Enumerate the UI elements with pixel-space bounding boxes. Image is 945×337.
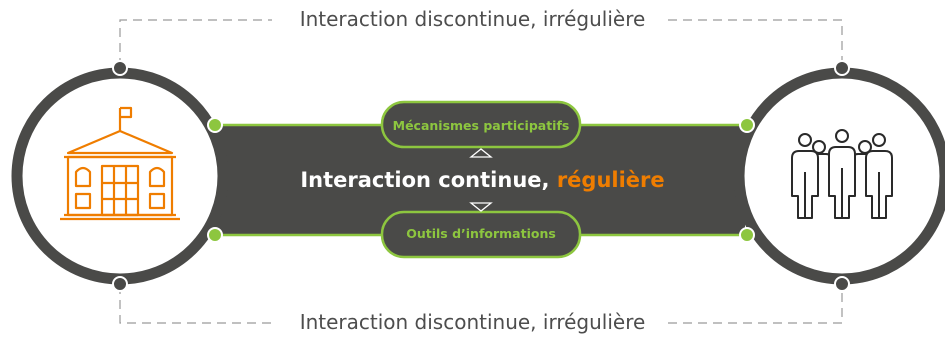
up-arrow-icon (469, 148, 493, 158)
top-interaction-label: Interaction discontinue, irrégulière (299, 7, 646, 31)
pill-bottom-shape (380, 210, 582, 259)
top-connector (119, 19, 843, 67)
pill-top-shape (380, 100, 582, 149)
bottom-connector (119, 285, 843, 324)
down-arrow-icon (469, 202, 493, 212)
central-interaction-label: Interaction continue, régulière (220, 168, 745, 192)
green-lines (215, 123, 747, 237)
left-circle (11, 67, 229, 285)
pill-participatory-mechanisms: Mécanismes participatifs (392, 118, 570, 133)
central-text-accent: régulière (556, 168, 665, 192)
government-building-icon (60, 106, 180, 221)
citizens-group-icon (791, 129, 893, 219)
central-text-main: Interaction continue, (300, 168, 557, 192)
pill-information-tools: Outils d’informations (406, 226, 556, 241)
connector-dots (112, 60, 850, 292)
bottom-interaction-label: Interaction discontinue, irrégulière (299, 310, 646, 334)
